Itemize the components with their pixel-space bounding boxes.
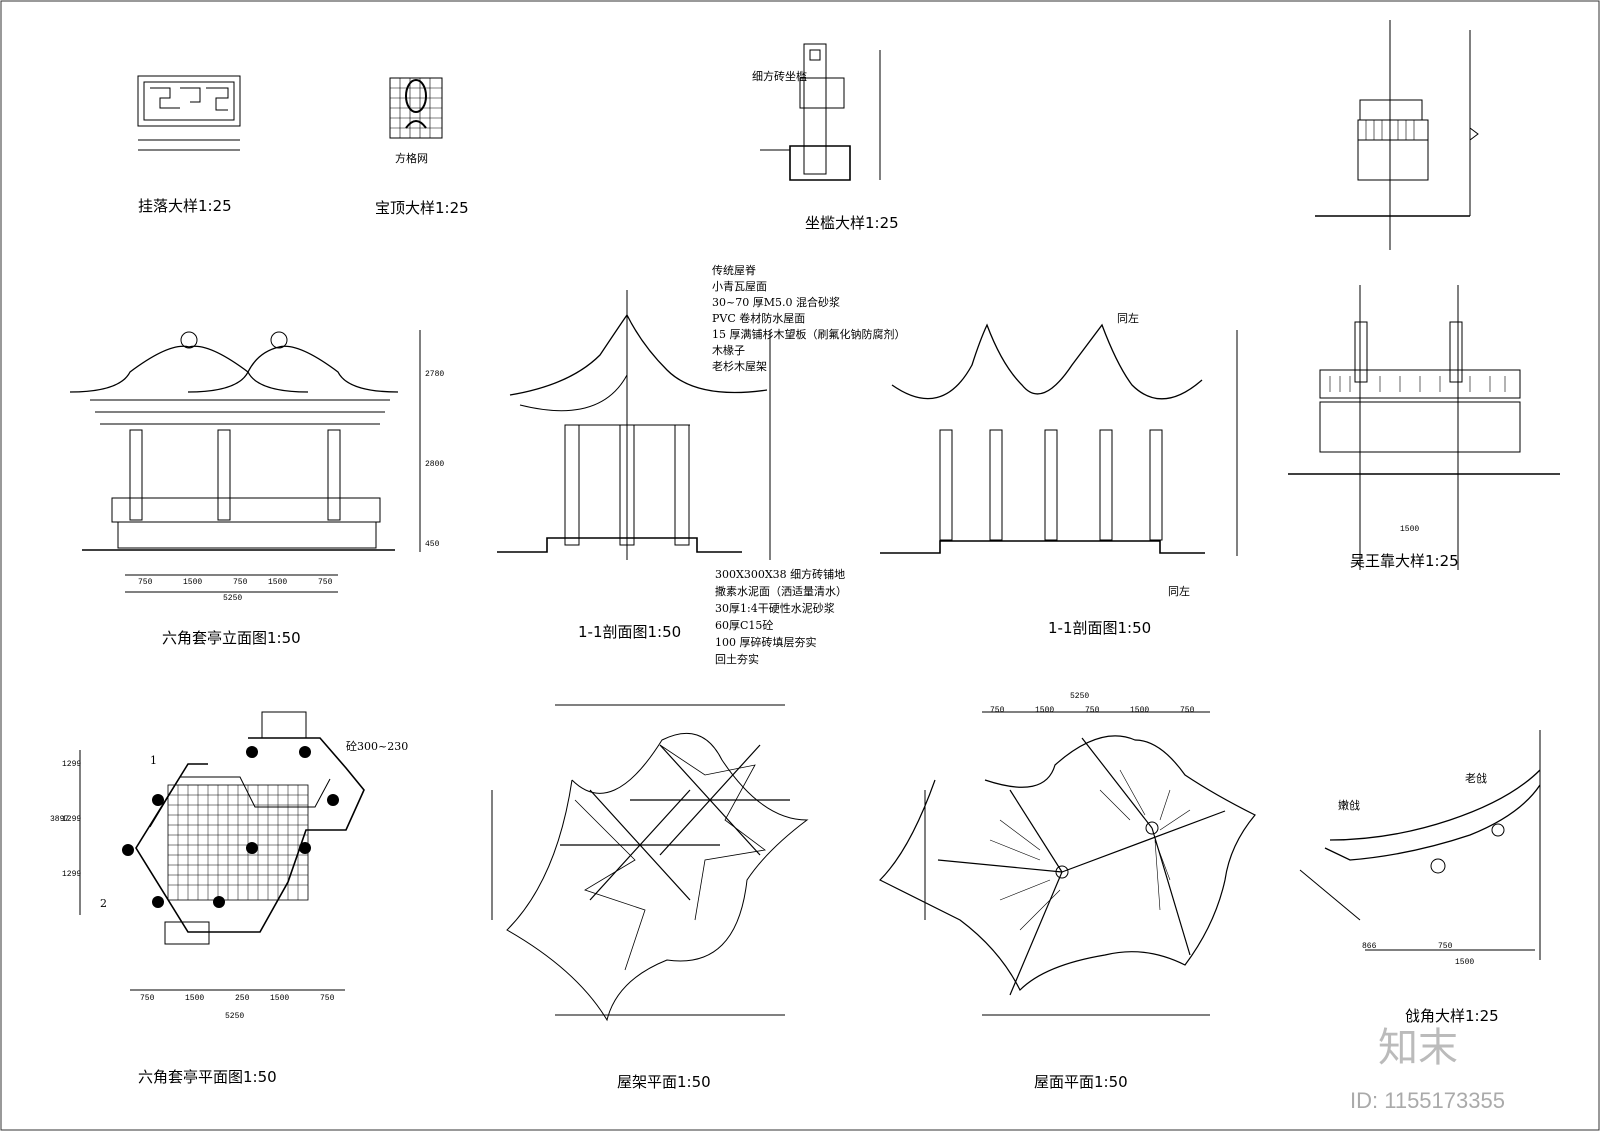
elevation-drawing: [69, 330, 421, 593]
floor-note: 60厚C15砼: [715, 619, 774, 632]
dim-text: 750: [140, 994, 155, 1003]
seat-brick-label: 细方砖坐槛: [752, 70, 807, 83]
floor-note: 30厚1:4干硬性水泥砂浆: [715, 602, 835, 615]
dim-text: 750: [1180, 706, 1195, 715]
dim-text: 3897: [50, 815, 70, 824]
dim-text: 750: [1085, 706, 1100, 715]
dim-text: 1500: [1035, 706, 1055, 715]
section-marker-1: 1: [150, 754, 157, 767]
plan-drawing: [79, 711, 365, 991]
roof-note: 老杉木屋架: [712, 360, 767, 373]
corner-detail-drawing: [1299, 730, 1541, 960]
dim-text: 450: [425, 540, 440, 549]
same-left-label-1: 同左: [1117, 312, 1139, 325]
roof-note: 传统屋脊: [712, 264, 756, 277]
corner-dim: 866: [1362, 942, 1377, 951]
roof-note: 30~70 厚M5.0 混合砂浆: [712, 296, 840, 309]
dim-text: 1500: [183, 578, 203, 587]
floor-note: 100 厚碎砖填层夯实: [715, 636, 817, 649]
dim-text: 2780: [425, 370, 445, 379]
section-b-drawing: [880, 323, 1238, 556]
seat-detail-title: 坐槛大样1:25: [805, 214, 899, 232]
floor-note: 回土夯实: [715, 653, 759, 666]
dim-text: 1500: [268, 578, 288, 587]
corner-beam-label-1: 嫩戗: [1338, 799, 1360, 812]
dim-text: 1299: [62, 815, 82, 824]
section-a-title: 1-1剖面图1:50: [578, 623, 682, 641]
dim-text: 5250: [223, 594, 243, 603]
roof-note: 小青瓦屋面: [712, 280, 767, 293]
corner-beam-label-2: 老戗: [1465, 772, 1487, 785]
wuwang-detail-title: 吴王靠大样1:25: [1350, 552, 1459, 570]
corner-dim: 750: [1438, 942, 1453, 951]
elevation-title: 六角套亭立面图1:50: [162, 629, 301, 647]
roof-note: 15 厚满铺杉木望板（刷氟化钠防腐剂）: [712, 328, 906, 341]
roof-frame-title: 屋架平面1:50: [617, 1073, 711, 1091]
finial-detail-title: 宝顶大样1:25: [375, 199, 469, 217]
roof-note: PVC 卷材防水屋面: [712, 312, 806, 325]
dim-text: 1299: [62, 760, 82, 769]
finial-grid-label: 方格网: [395, 152, 428, 165]
wuwang-width-dim: 1500: [1400, 525, 1420, 534]
dim-text: 750: [233, 578, 248, 587]
section-b-title: 1-1剖面图1:50: [1048, 619, 1152, 637]
dim-text: 1500: [270, 994, 290, 1003]
hanging-detail: [137, 75, 241, 151]
wuwang-top-detail: [1315, 20, 1479, 250]
dim-text: 1299: [62, 870, 82, 879]
corner-detail-title: 戗角大样1:25: [1405, 1007, 1499, 1025]
seat-detail: [760, 43, 881, 181]
dim-text: 250: [235, 994, 250, 1003]
watermark-logo: 知末: [1378, 1025, 1458, 1071]
watermark-id: ID: 1155173355: [1350, 1088, 1505, 1113]
section-marker-2: 2: [100, 897, 107, 910]
hanging-detail-title: 挂落大样1:25: [138, 197, 232, 215]
dim-text: 1500: [185, 994, 205, 1003]
dim-text: 750: [318, 578, 333, 587]
roof-note: 木椽子: [712, 344, 745, 357]
finial-detail: [389, 77, 443, 139]
roof-plan-title: 屋面平面1:50: [1034, 1073, 1128, 1091]
dim-text: 750: [138, 578, 153, 587]
floor-note: 撒素水泥面（洒适量清水）: [715, 585, 847, 598]
same-left-label-2: 同左: [1168, 585, 1190, 598]
step-note: 砼300~230: [346, 740, 409, 753]
dim-text: 2800: [425, 460, 445, 469]
dim-text: 5250: [225, 1012, 245, 1021]
floor-note: 300X300X38 细方砖铺地: [715, 568, 846, 581]
dim-text: 5250: [1070, 692, 1090, 701]
dim-text: 1500: [1130, 706, 1150, 715]
plan-title: 六角套亭平面图1:50: [138, 1068, 277, 1086]
dim-text: 750: [320, 994, 335, 1003]
roof-frame-drawing: [491, 704, 809, 1022]
dim-text: 750: [990, 706, 1005, 715]
corner-dim: 1500: [1455, 958, 1475, 967]
section-a-drawing: [497, 290, 771, 560]
roof-plan-drawing: [878, 711, 1256, 1016]
wuwang-detail: [1288, 285, 1560, 570]
